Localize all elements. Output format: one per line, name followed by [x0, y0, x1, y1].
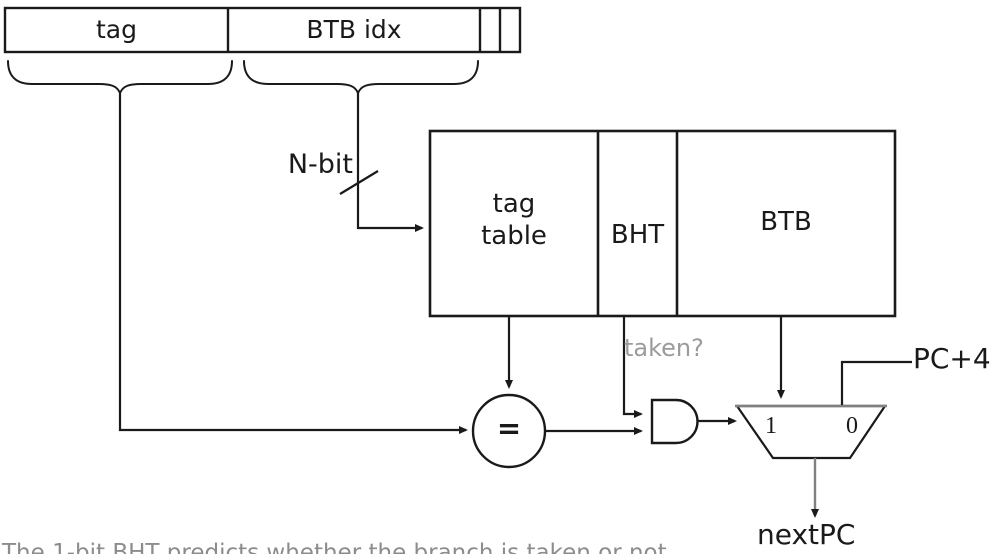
mux-input-1-label: 1 [765, 413, 777, 439]
caption-text: The 1-bit BHT predicts whether the branc… [2, 540, 667, 554]
tag-table-label-line2: table [481, 220, 547, 251]
pc-plus-4-label: PC+4 [913, 342, 991, 375]
and-gate [650, 398, 699, 445]
taken-label: taken? [624, 334, 704, 362]
tag-underbrace [7, 60, 233, 96]
index-underbrace [243, 60, 479, 96]
index-wire [356, 93, 424, 232]
pc-plus-4-wire [840, 360, 912, 405]
bht-label: BHT [610, 220, 665, 250]
comparator-equals-symbol: = [496, 411, 522, 445]
nbit-bus-slash [339, 170, 379, 195]
btb-idx-field-label: BTB idx [306, 15, 402, 44]
tag-table-label: tag table [430, 189, 598, 252]
next-pc-label: nextPC [757, 518, 856, 551]
btb-label: BTB [760, 207, 812, 237]
tag-field-label: tag [96, 15, 137, 44]
nbit-label: N-bit [287, 149, 353, 180]
tag-table-label-line1: tag [492, 189, 536, 219]
tag-compare-wire [118, 93, 468, 434]
pc-register-box [3, 6, 522, 54]
mux-input-0-label: 0 [846, 413, 858, 439]
prediction-table-box [428, 129, 897, 318]
bht-output-wire [622, 316, 643, 418]
